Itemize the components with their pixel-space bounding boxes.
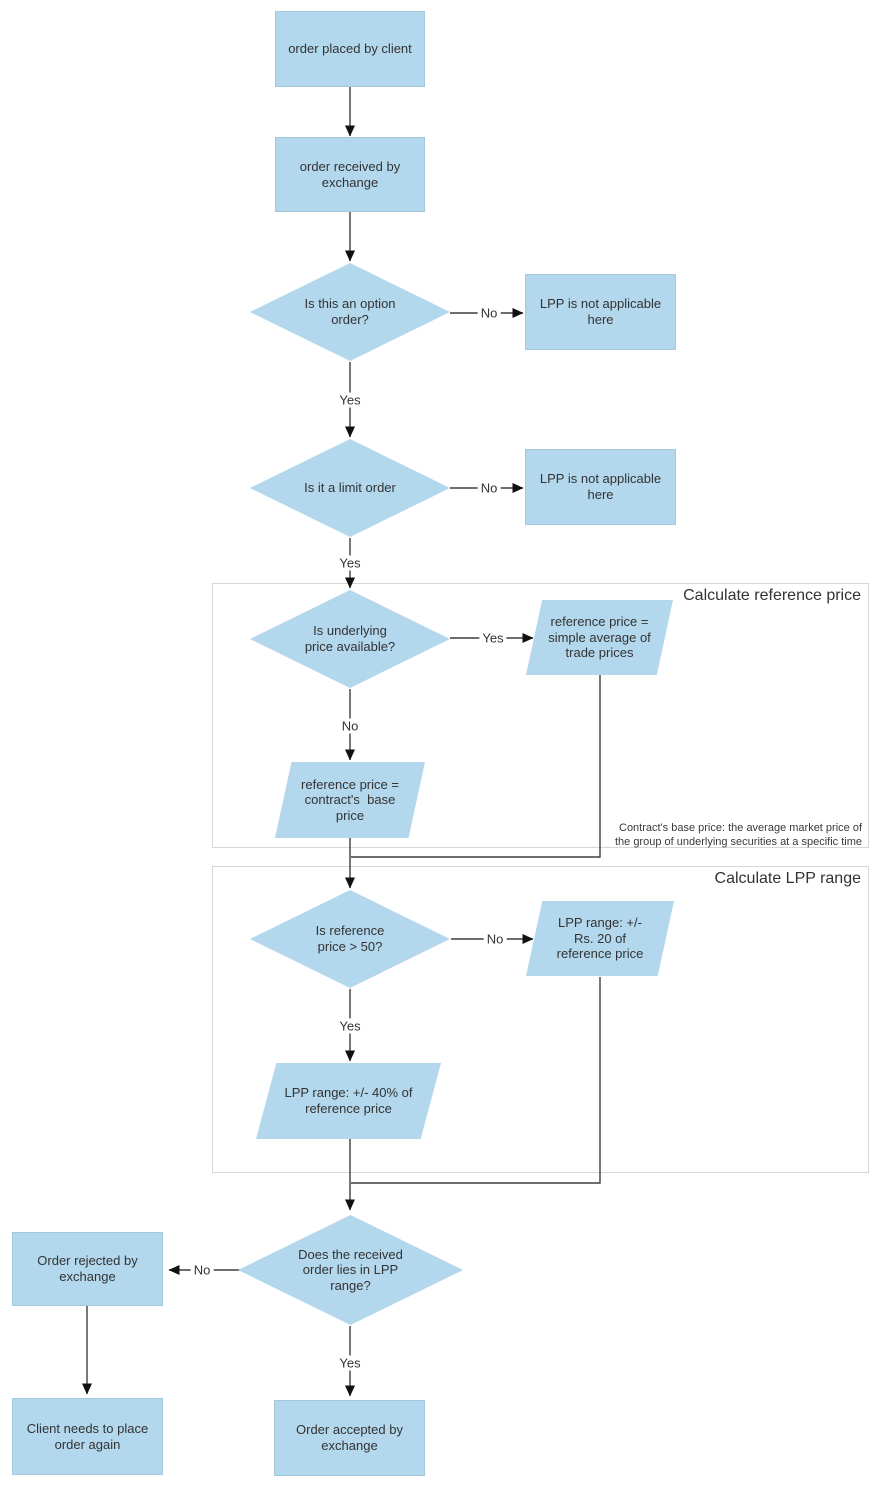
edge-label-option-yes: Yes	[336, 392, 364, 408]
edge-label-inrange-yes: Yes	[336, 1355, 364, 1371]
data-ref-price-base-label: reference price = contract's base price	[301, 776, 399, 823]
decision-is-limit-order-label: Is it a limit order	[304, 480, 396, 496]
process-order-rejected-label: Order rejected by exchange	[37, 1253, 138, 1284]
edge-label-underlying-no: No	[338, 718, 362, 734]
process-order-accepted: Order accepted by exchange	[274, 1400, 425, 1476]
data-ref-price-base: reference price = contract's base price	[275, 762, 425, 838]
process-order-accepted-label: Order accepted by exchange	[296, 1422, 403, 1453]
data-lpp-range-40pct-label: LPP range: +/- 40% of reference price	[284, 1085, 413, 1116]
decision-is-limit-order: Is it a limit order	[250, 439, 450, 537]
process-order-received-label: order received by exchange	[299, 158, 401, 190]
edge-label-refgt50-no: No	[483, 931, 507, 947]
note-contract-base-price: Contract's base price: the average marke…	[614, 822, 862, 848]
edge-label-limit-no: No	[477, 480, 501, 496]
process-lpp-not-applicable-1-label: LPP is not applicable here	[539, 296, 662, 327]
edge-label-refgt50-yes: Yes	[336, 1018, 364, 1034]
process-lpp-not-applicable-2: LPP is not applicable here	[525, 449, 676, 525]
process-order-placed-label: order placed by client	[288, 41, 412, 57]
container-calculate-reference-price-title: Calculate reference price	[683, 587, 861, 604]
data-lpp-range-rs20: LPP range: +/- Rs. 20 of reference price	[526, 901, 674, 976]
process-place-order-again-label: Client needs to place order again	[26, 1420, 149, 1452]
decision-is-option-order-label: Is this an option order?	[304, 296, 396, 327]
process-order-rejected: Order rejected by exchange	[12, 1232, 163, 1306]
process-lpp-not-applicable-2-label: LPP is not applicable here	[539, 471, 662, 502]
decision-is-underlying-available-label: Is underlying price available?	[304, 623, 396, 654]
decision-order-in-lpp-range-label: Does the received order lies in LPP rang…	[298, 1246, 403, 1293]
container-calculate-lpp-range-title: Calculate LPP range	[714, 870, 861, 887]
decision-is-ref-price-gt-50-label: Is reference price > 50?	[315, 923, 385, 954]
data-lpp-range-rs20-label: LPP range: +/- Rs. 20 of reference price	[556, 915, 644, 962]
decision-order-in-lpp-range: Does the received order lies in LPP rang…	[238, 1215, 463, 1325]
data-ref-price-average: reference price = simple average of trad…	[526, 600, 673, 675]
decision-is-option-order: Is this an option order?	[250, 263, 450, 361]
edge-label-option-no: No	[477, 305, 501, 321]
process-place-order-again: Client needs to place order again	[12, 1398, 163, 1475]
process-order-placed: order placed by client	[275, 11, 425, 87]
edge-label-limit-yes: Yes	[336, 555, 364, 571]
edge-label-underlying-yes: Yes	[479, 630, 507, 646]
data-ref-price-average-label: reference price = simple average of trad…	[548, 614, 651, 661]
edge-label-inrange-no: No	[190, 1262, 214, 1278]
process-lpp-not-applicable-1: LPP is not applicable here	[525, 274, 676, 350]
data-lpp-range-40pct: LPP range: +/- 40% of reference price	[256, 1063, 441, 1139]
process-order-received: order received by exchange	[275, 137, 425, 212]
